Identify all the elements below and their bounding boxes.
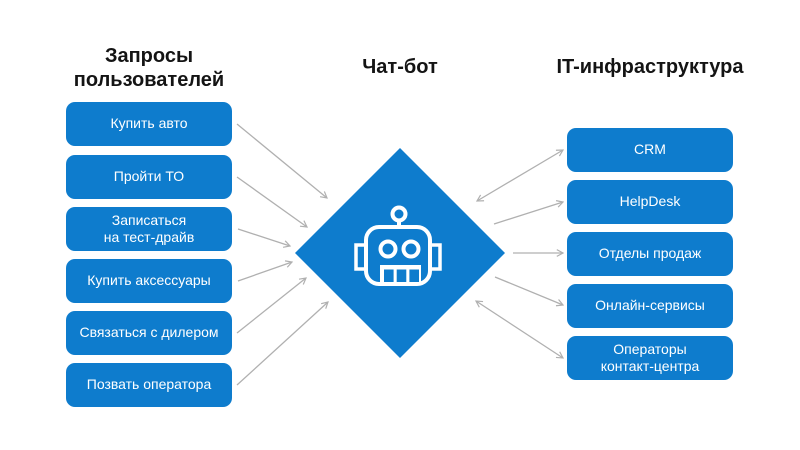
node-accessories: Купить аксессуары — [66, 259, 232, 303]
column-title-user-requests: Запросы пользователей — [73, 45, 225, 91]
arrow-buy-car — [236, 123, 328, 199]
node-online-services: Онлайн-сервисы — [567, 284, 733, 328]
arrow-test-drive — [237, 228, 292, 248]
robot-eye-right — [401, 239, 421, 259]
node-sales-departments: Отделы продаж — [567, 232, 733, 276]
arrow-contact-dealer — [236, 277, 307, 334]
arrow-crm — [475, 149, 565, 202]
arrow-accessories — [237, 260, 294, 282]
node-contact-dealer: Связаться с дилером — [66, 311, 232, 355]
node-maintenance: Пройти ТО — [66, 155, 232, 199]
node-test-drive: Записаться на тест-драйв — [66, 207, 232, 251]
arrow-maintenance — [236, 176, 309, 228]
robot-ear-right — [428, 243, 442, 271]
chatbot-diamond — [295, 148, 505, 358]
arrow-contact-center — [474, 300, 565, 359]
robot-icon — [354, 205, 442, 286]
node-call-operator: Позвать оператора — [66, 363, 232, 407]
node-contact-center-operators: Операторы контакт-центра — [567, 336, 733, 380]
arrow-call-operator — [236, 301, 329, 386]
robot-eye-left — [378, 239, 398, 259]
column-title-it-infrastructure: IT-инфраструктура — [556, 56, 744, 78]
arrow-helpdesk — [493, 200, 565, 225]
node-crm: CRM — [567, 128, 733, 172]
node-buy-car: Купить авто — [66, 102, 232, 146]
node-helpdesk: HelpDesk — [567, 180, 733, 224]
robot-ear-left — [354, 243, 368, 271]
robot-mouth — [380, 265, 421, 283]
arrow-online-services — [494, 276, 565, 307]
column-title-chatbot: Чат-бот — [362, 56, 438, 78]
connector-arrows — [236, 123, 565, 386]
